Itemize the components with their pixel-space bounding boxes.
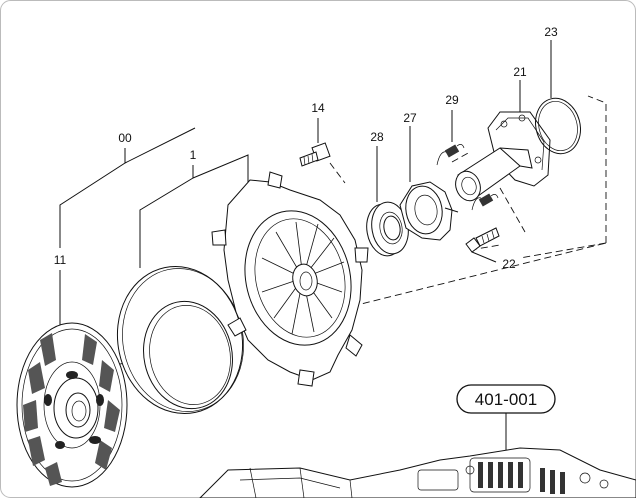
label-part-1: 1 bbox=[190, 148, 197, 162]
o-ring-23 bbox=[535, 40, 581, 155]
label-part-21: 21 bbox=[513, 65, 527, 79]
spring-29 bbox=[436, 110, 499, 211]
bearing-28 bbox=[366, 146, 409, 257]
label-part-22: 22 bbox=[502, 257, 516, 271]
label-part-29: 29 bbox=[445, 93, 459, 107]
clutch-disc-11 bbox=[16, 322, 128, 488]
bolt-14 bbox=[299, 118, 331, 167]
label-part-11: 11 bbox=[54, 253, 67, 267]
label-part-23: 23 bbox=[544, 25, 558, 39]
transmission-housing bbox=[199, 413, 636, 498]
bolt-22 bbox=[465, 227, 500, 263]
label-part-00: 00 bbox=[118, 131, 132, 145]
label-part-27: 27 bbox=[403, 111, 417, 125]
label-part-14: 14 bbox=[311, 101, 325, 115]
leader-brackets bbox=[59, 127, 249, 330]
part-labels: 00 1 11 14 28 27 29 21 23 22 bbox=[54, 25, 558, 271]
pressure-plate bbox=[211, 171, 369, 387]
flywheel-ring-1 bbox=[116, 265, 244, 415]
reference-badge-label: 401-001 bbox=[475, 390, 537, 409]
guide-tube-21 bbox=[455, 80, 551, 202]
label-part-28: 28 bbox=[370, 130, 384, 144]
reference-badge[interactable]: 401-001 bbox=[456, 384, 556, 414]
release-bearing-27 bbox=[399, 126, 459, 241]
